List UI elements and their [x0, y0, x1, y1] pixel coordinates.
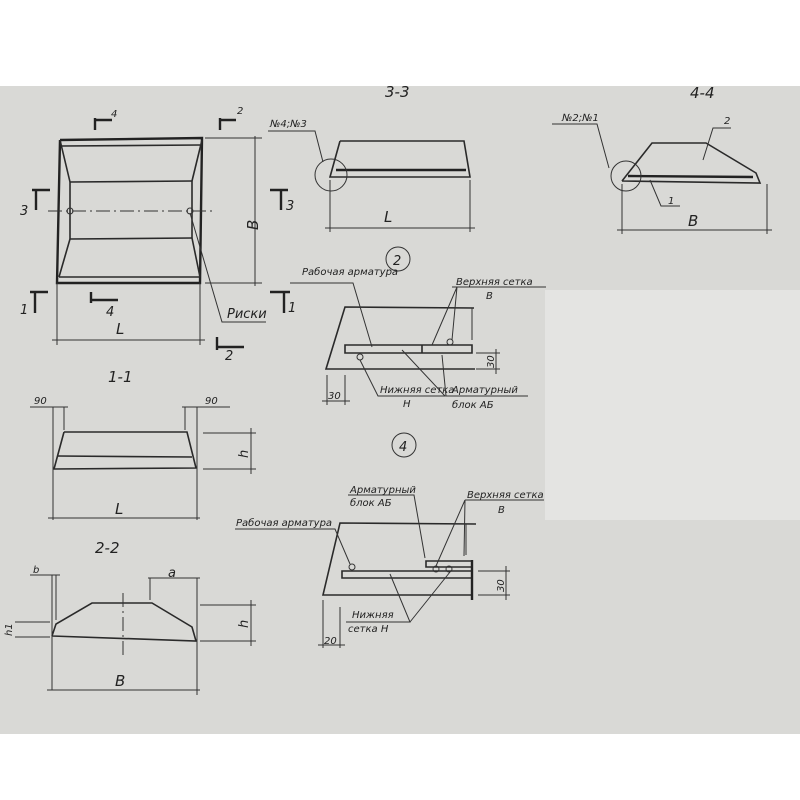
- plan-view: 4 2 3 3 1 1 4 2 L B Риски: [20, 106, 296, 364]
- dim-h1: h1: [4, 623, 15, 636]
- cut-label-3: 3: [20, 204, 28, 219]
- dim-B: B: [688, 212, 698, 230]
- dim-30: 30: [496, 579, 507, 592]
- lower-mesh-label: Нижняя сетка: [380, 385, 454, 396]
- detail-number: 2: [393, 254, 401, 269]
- dim-b: b: [33, 565, 39, 576]
- upper-mesh-label: Верхняя сетка: [456, 277, 533, 288]
- cut-label-1: 1: [20, 303, 28, 318]
- upper-mesh-code: В: [486, 291, 493, 302]
- dim-90: 90: [205, 396, 218, 407]
- dim-h: h: [237, 620, 252, 628]
- dim-L: L: [115, 500, 123, 518]
- cut-label-3: 3: [286, 199, 294, 214]
- dim-30: 30: [486, 355, 497, 368]
- rebar-block-label: Арматурный: [349, 485, 416, 496]
- cut-label-4: 4: [106, 305, 114, 320]
- section-1-1: 1-1 90 90 h L: [30, 368, 256, 520]
- dim-L: L: [384, 208, 392, 226]
- rebar-block-label: Арматурный: [451, 385, 518, 396]
- section-title: 3-3: [385, 83, 410, 101]
- lower-mesh-label: Нижняя: [352, 610, 394, 621]
- callout-label: №2;№1: [561, 113, 599, 124]
- detail-2: 2 Рабочая арматура Верхняя сетка В Нижня…: [290, 246, 546, 411]
- dim-30: 30: [328, 391, 341, 402]
- cut-label-2: 2: [237, 106, 243, 117]
- section-title: 4-4: [690, 84, 715, 102]
- upper-mesh-code: В: [498, 505, 505, 516]
- paper-light-area: [545, 290, 800, 520]
- detail-number: 4: [399, 440, 407, 455]
- upper-mesh-label: Верхняя сетка: [467, 490, 544, 501]
- cut-label-4: 4: [111, 109, 117, 120]
- cut-label-2: 2: [225, 349, 233, 364]
- lower-mesh-code: сетка Н: [348, 624, 389, 635]
- dim-B: B: [115, 672, 125, 690]
- lower-mesh-code: Н: [403, 399, 411, 410]
- detail-4: 4 Арматурный блок АБ Верхняя сетка В Раб…: [235, 432, 544, 648]
- working-rebar-label: Рабочая арматура: [302, 266, 398, 278]
- rebar-block-code: блок АБ: [350, 497, 392, 509]
- section-3-3: 3-3 №4;№3 L: [268, 83, 475, 232]
- dim-a: a: [168, 566, 176, 581]
- leader-label-1: 1: [668, 196, 674, 207]
- cut-label-1: 1: [288, 301, 296, 316]
- dim-90: 90: [34, 396, 47, 407]
- dim-h: h: [237, 450, 252, 458]
- leader-label-2: 2: [724, 116, 730, 127]
- callout-label: №4;№3: [269, 119, 307, 130]
- section-2-2: 2-2 b a h1 h B: [4, 539, 256, 695]
- dim-20: 20: [324, 636, 337, 647]
- section-title: 2-2: [95, 539, 120, 557]
- rebar-block-code: блок АБ: [452, 399, 494, 411]
- working-rebar-label: Рабочая арматура: [236, 517, 332, 529]
- marks-label: Риски: [227, 307, 267, 322]
- dim-L: L: [116, 320, 124, 338]
- section-title: 1-1: [108, 368, 133, 386]
- dim-B: B: [244, 220, 262, 230]
- section-4-4: 4-4 №2;№1 2 1 B: [552, 84, 772, 234]
